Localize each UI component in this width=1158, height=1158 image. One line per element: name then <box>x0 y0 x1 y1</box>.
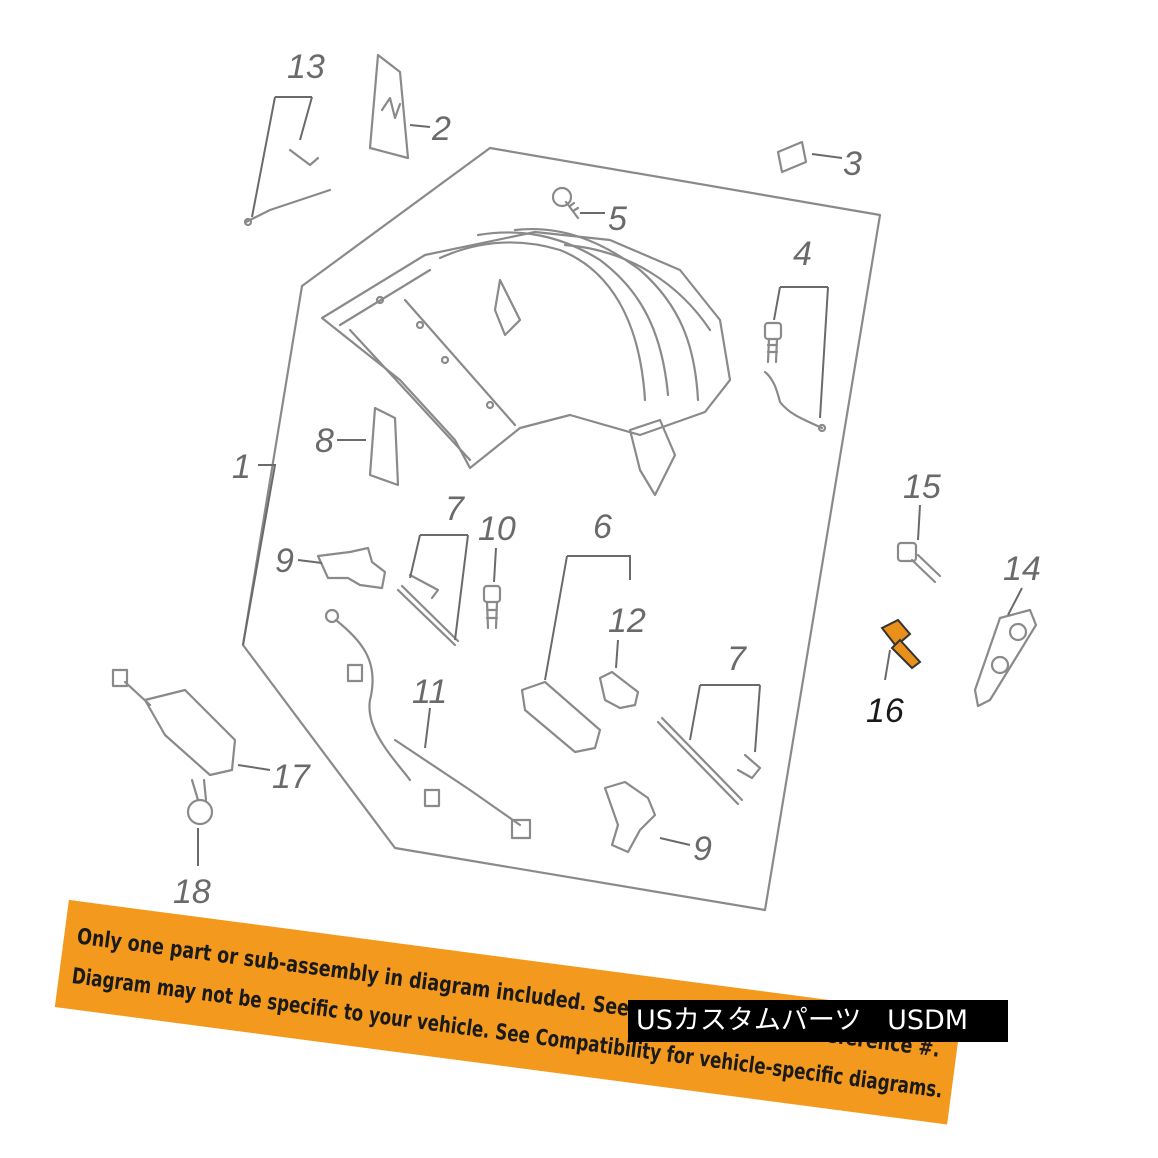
part-15-bolt <box>896 541 942 584</box>
watermark-label: USカスタムパーツ USDM <box>628 1000 1008 1042</box>
callout-5: 5 <box>608 200 627 238</box>
part-5-bolt <box>551 186 580 220</box>
callout-4: 4 <box>793 235 812 273</box>
part-11-harness <box>324 608 532 840</box>
callout-7-lower: 7 <box>727 640 747 678</box>
part-7-rods-lower <box>656 716 762 806</box>
callout-11: 11 <box>412 673 447 711</box>
part-12-clip <box>598 670 640 710</box>
top-frame <box>320 228 732 497</box>
banner-background <box>54 899 962 1125</box>
callout-2: 2 <box>431 110 451 148</box>
part-7-rods-upper <box>396 573 460 647</box>
part-8-label <box>368 406 400 487</box>
callout-7-upper: 7 <box>445 490 465 528</box>
part-4-bolt-cable <box>763 321 827 433</box>
callout-18: 18 <box>173 873 211 911</box>
part-9-latch-lower <box>603 780 657 854</box>
part-3-tag <box>776 140 808 174</box>
callout-3: 3 <box>843 145 862 183</box>
part-18-bolt <box>186 778 214 826</box>
callout-10: 10 <box>478 510 516 548</box>
part-10-bolt <box>482 584 502 630</box>
part-2-label <box>368 53 410 160</box>
part-9-latch-upper <box>316 546 387 590</box>
callout-17: 17 <box>272 758 311 796</box>
callout-14: 14 <box>1003 550 1041 588</box>
part-13-cable <box>243 148 332 227</box>
callout-9-upper: 9 <box>275 542 294 580</box>
callout-8: 8 <box>315 422 334 460</box>
callout-1: 1 <box>232 448 251 486</box>
assembly-outline <box>241 146 882 912</box>
callout-12: 12 <box>608 602 646 640</box>
callout-16: 16 <box>866 692 904 730</box>
part-14-cover <box>973 608 1038 708</box>
callout-9-lower: 9 <box>693 830 712 868</box>
part-16-bolt-highlighted <box>880 618 922 670</box>
leader-lines <box>197 96 1023 866</box>
part-6-bracket <box>520 680 602 754</box>
part-17-module <box>111 668 237 777</box>
callout-15: 15 <box>903 468 941 506</box>
callout-6: 6 <box>593 508 612 546</box>
callout-13: 13 <box>287 48 325 86</box>
